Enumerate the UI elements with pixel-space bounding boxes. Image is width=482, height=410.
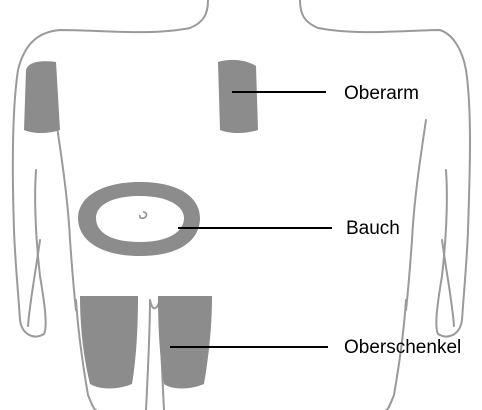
navel	[140, 212, 147, 218]
zone-thigh-left	[158, 296, 212, 389]
label-thigh: Oberschenkel	[344, 337, 461, 358]
label-abdomen: Bauch	[346, 218, 400, 239]
zone-upper-arm-right	[24, 61, 60, 133]
zone-upper-arm-left	[218, 60, 258, 133]
label-upper-arm: Oberarm	[344, 83, 419, 104]
zone-thigh-right	[80, 296, 138, 389]
zone-abdomen	[78, 182, 200, 256]
injection-zones	[24, 60, 258, 389]
